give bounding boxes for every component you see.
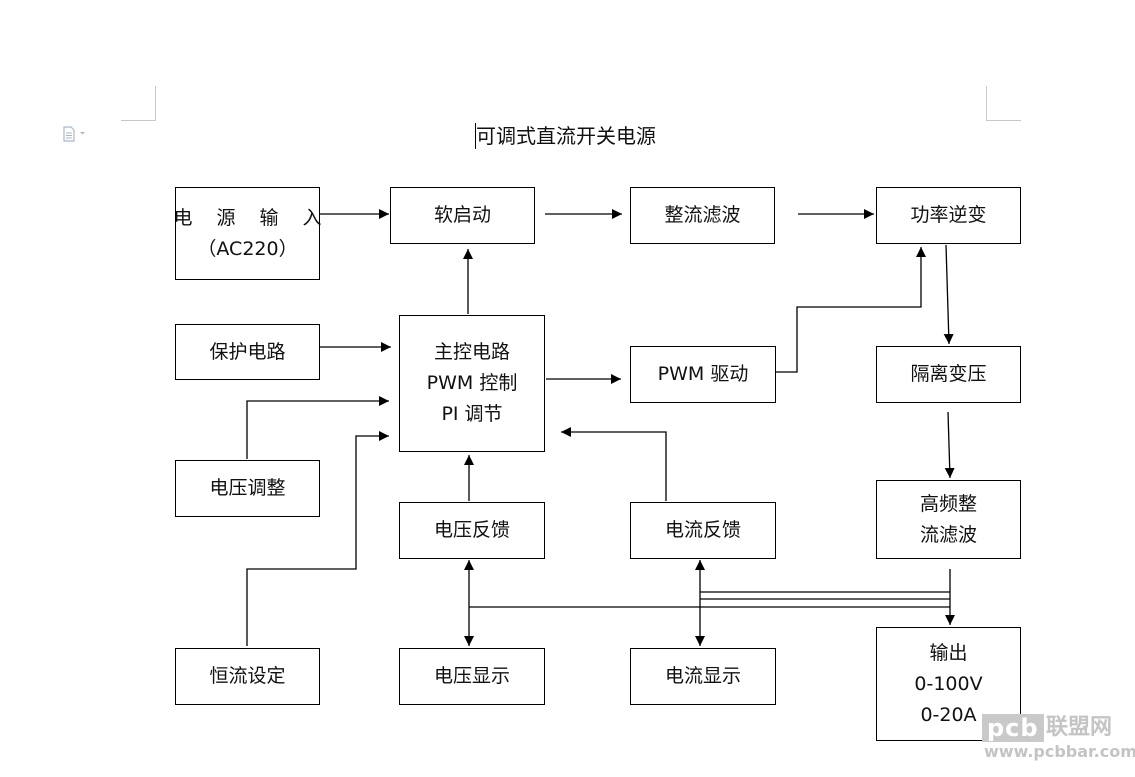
constant-current-block[interactable]: 恒流设定 [175, 648, 320, 705]
pwm-driver-block[interactable]: PWM 驱动 [630, 346, 776, 403]
pwm-driver-label: PWM 驱动 [657, 363, 749, 385]
isolation-transformer-block[interactable]: 隔离变压 [876, 346, 1021, 403]
soft-start-block[interactable]: 软启动 [390, 187, 535, 244]
document-title[interactable]: 可调式直流开关电源 [476, 124, 656, 148]
voltage-adjust-label: 电压调整 [209, 477, 286, 499]
arrow-isolation-to-hf [944, 411, 955, 479]
hf-rectifier-filter-label-line2: 流滤波 [919, 523, 977, 546]
rectifier-filter-label: 整流滤波 [664, 204, 741, 226]
output-voltage-range: 0-100V [914, 672, 983, 695]
voltage-adjust-block[interactable]: 电压调整 [175, 460, 320, 517]
power-inverter-block[interactable]: 功率逆变 [876, 187, 1021, 244]
hf-rectifier-filter-block[interactable]: 高频整 流滤波 [876, 480, 1021, 559]
page-corner-mark-top-left [121, 86, 156, 121]
constant-current-label: 恒流设定 [209, 665, 286, 687]
main-control-block[interactable]: 主控电路 PWM 控制 PI 调节 [399, 315, 545, 452]
protection-circuit-block[interactable]: 保护电路 [175, 324, 320, 380]
arrow-voltadjust-to-control [246, 396, 389, 459]
isolation-transformer-label: 隔离变压 [910, 363, 987, 385]
voltage-display-label: 电压显示 [433, 665, 510, 687]
arrow-inverter-to-isolation [943, 244, 954, 345]
document-icon[interactable] [62, 126, 86, 142]
power-input-sublabel: （AC220） [197, 237, 298, 260]
hf-rectifier-filter-label-line1: 高频整 [919, 492, 977, 515]
voltage-feedback-block[interactable]: 电压反馈 [399, 502, 545, 559]
voltage-feedback-label: 电压反馈 [433, 519, 510, 541]
main-control-pi-label: PI 调节 [441, 403, 503, 425]
watermark-site-name: 联盟网 [1046, 715, 1113, 740]
current-feedback-label: 电流反馈 [664, 519, 741, 541]
power-input-block[interactable]: 电 源 输 入 （AC220） [173, 187, 322, 280]
current-feedback-block[interactable]: 电流反馈 [630, 502, 776, 559]
text-cursor [475, 123, 476, 149]
protection-circuit-label: 保护电路 [209, 340, 286, 363]
main-control-label: 主控电路 [433, 341, 510, 363]
output-current-range: 0-20A [920, 703, 977, 726]
current-display-label: 电流显示 [664, 665, 741, 687]
power-input-label: 电 源 输 入 [173, 206, 331, 229]
arrow-currentfb-to-control [561, 427, 667, 501]
watermark-logo-text: pcb [982, 714, 1044, 742]
site-watermark: pcb 联盟网 www.pcbbar.com [982, 714, 1135, 764]
watermark-url: www.pcbbar.com [984, 742, 1135, 761]
soft-start-label: 软启动 [433, 204, 491, 226]
arrow-constcurrent-to-control [246, 431, 389, 646]
current-display-block[interactable]: 电流显示 [630, 648, 776, 705]
power-inverter-label: 功率逆变 [910, 204, 987, 226]
main-control-pwm-label: PWM 控制 [426, 372, 518, 394]
rectifier-filter-block[interactable]: 整流滤波 [630, 187, 775, 244]
arrow-pwm-to-inverter [776, 247, 926, 373]
voltage-display-block[interactable]: 电压显示 [399, 648, 545, 705]
output-label: 输出 [929, 641, 968, 664]
page-corner-mark-top-right [986, 86, 1021, 121]
